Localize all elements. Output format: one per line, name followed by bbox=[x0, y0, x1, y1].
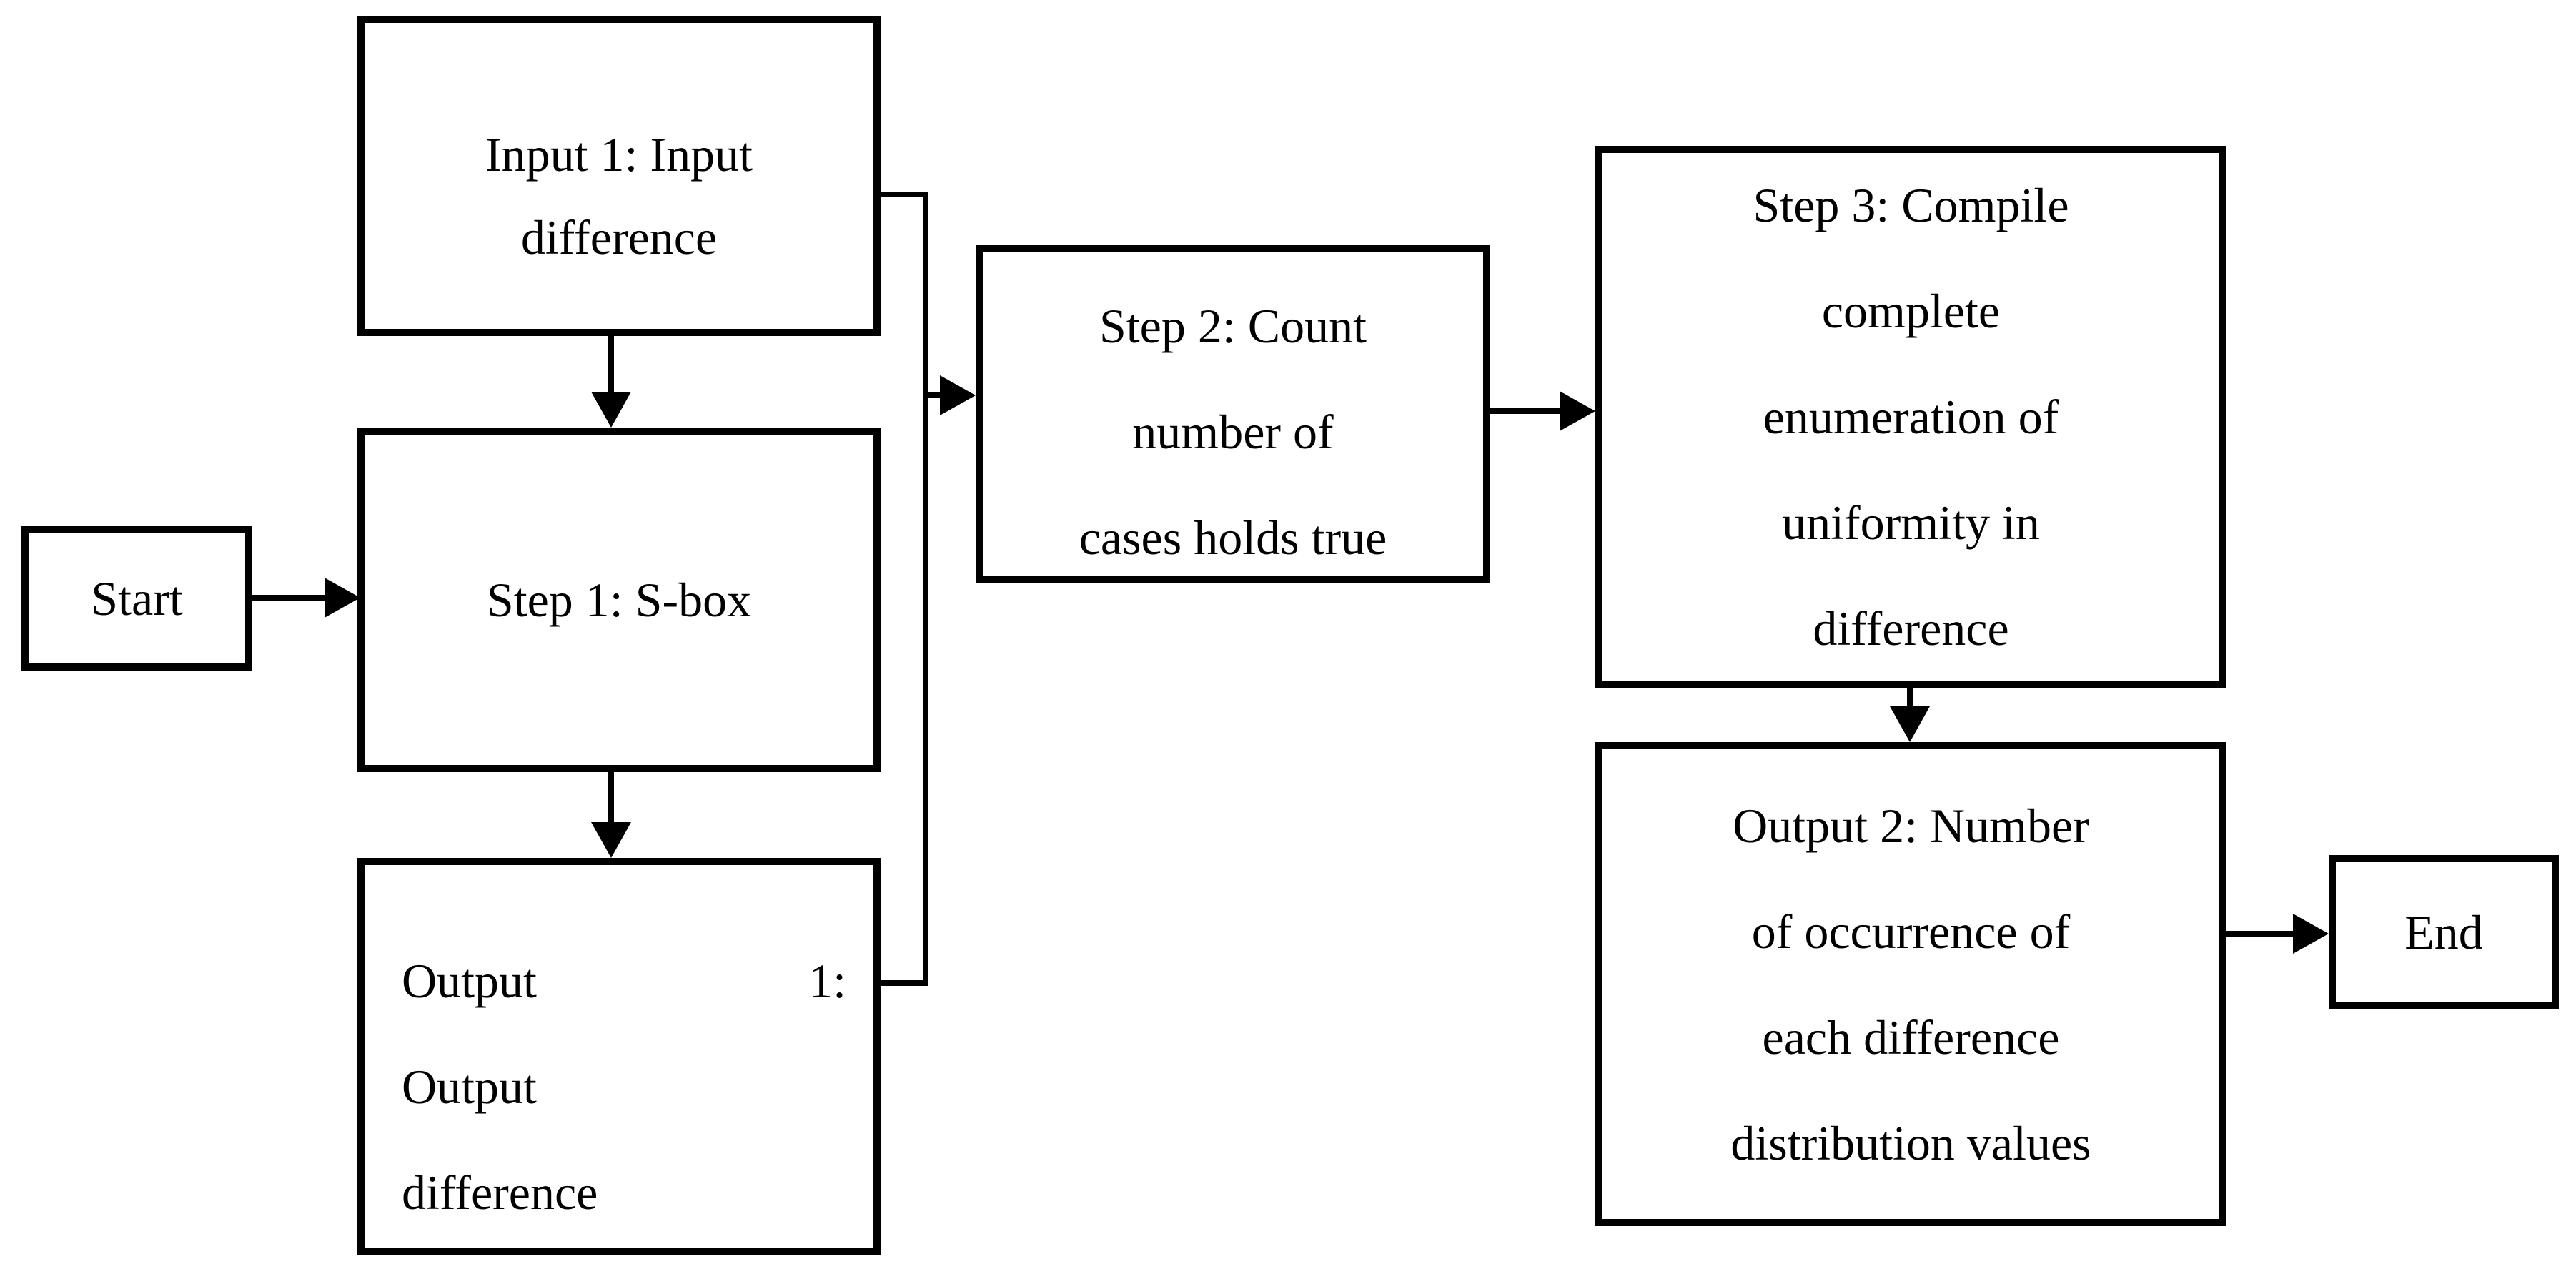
arrowhead-start-to-step1-icon bbox=[325, 578, 360, 618]
connector-step2-to-step3 bbox=[1490, 408, 1562, 414]
node-output1: Output 1: Output difference bbox=[357, 858, 881, 1255]
node-step2: Step 2: Count number of cases holds true bbox=[976, 245, 1490, 583]
connector-elbow-vertical bbox=[923, 192, 928, 986]
arrowhead-output2-to-end-icon bbox=[2293, 914, 2329, 954]
node-output1-line1: Output 1: bbox=[402, 928, 846, 1034]
node-input1-label: Input 1: Input difference bbox=[485, 127, 753, 265]
node-step2-label: Step 2: Count number of cases holds true bbox=[1079, 299, 1387, 565]
node-step1: Step 1: S-box bbox=[357, 428, 881, 772]
arrowhead-elbow-to-step2-icon bbox=[940, 375, 976, 415]
node-step1-label: Step 1: S-box bbox=[486, 573, 752, 627]
connector-elbow-to-step2 bbox=[926, 392, 943, 398]
arrowhead-step2-to-step3-icon bbox=[1560, 391, 1595, 431]
node-output1-label: Output 1: Output difference bbox=[365, 928, 873, 1245]
connector-step3-to-output2 bbox=[1907, 688, 1913, 709]
node-output1-line1-left: Output bbox=[402, 954, 537, 1008]
connector-input1-elbow-top bbox=[881, 192, 928, 197]
node-output2-label: Output 2: Number of occurrence of each d… bbox=[1730, 798, 2091, 1170]
node-step3: Step 3: Compile complete enumeration of … bbox=[1595, 146, 2226, 688]
node-output2: Output 2: Number of occurrence of each d… bbox=[1595, 742, 2226, 1226]
connector-output2-to-end bbox=[2226, 931, 2296, 937]
arrowhead-step1-to-output1-icon bbox=[591, 822, 631, 858]
node-output1-line1-right: 1: bbox=[808, 954, 846, 1008]
arrowhead-input1-to-step1-icon bbox=[591, 392, 631, 428]
node-output1-line2: Output bbox=[402, 1060, 537, 1114]
connector-step1-to-output1 bbox=[608, 772, 614, 825]
connector-output1-elbow-bottom bbox=[881, 980, 928, 986]
connector-start-to-step1 bbox=[252, 595, 327, 601]
node-start: Start bbox=[21, 526, 252, 671]
arrowhead-step3-to-output2-icon bbox=[1890, 706, 1930, 742]
node-end-label: End bbox=[2404, 905, 2483, 959]
node-step3-label: Step 3: Compile complete enumeration of … bbox=[1753, 178, 2069, 656]
connector-input1-to-step1 bbox=[608, 336, 614, 395]
node-input1: Input 1: Input difference bbox=[357, 16, 881, 336]
node-end: End bbox=[2329, 855, 2559, 1009]
node-output1-line3: difference bbox=[402, 1165, 598, 1220]
node-start-label: Start bbox=[91, 571, 183, 626]
